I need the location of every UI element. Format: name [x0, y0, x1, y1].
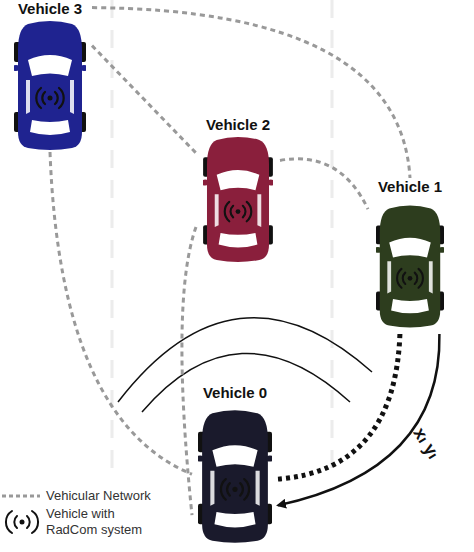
- network-link: [278, 334, 400, 479]
- network-link: [92, 8, 410, 178]
- network-link: [280, 159, 368, 209]
- network-link: [50, 152, 192, 474]
- vehicle-node: Vehicle 0: [192, 384, 278, 548]
- network-link: [92, 46, 196, 153]
- vehicle-node: Vehicle 1: [368, 178, 452, 334]
- vehicle-label: Vehicle 0: [192, 384, 278, 402]
- vehicle-label: Vehicle 3: [8, 0, 92, 18]
- vehicle-label: Vehicle 1: [368, 178, 452, 196]
- vehicle-label: Vehicle 2: [196, 116, 280, 134]
- network-link: [278, 334, 439, 505]
- legend-text: Vehicle with RadCom system: [46, 506, 156, 538]
- legend-text: Vehicular Network: [46, 488, 186, 504]
- vehicle-node: Vehicle 3: [8, 0, 92, 152]
- network-link: [182, 227, 196, 515]
- vehicle-node: Vehicle 2: [196, 116, 280, 264]
